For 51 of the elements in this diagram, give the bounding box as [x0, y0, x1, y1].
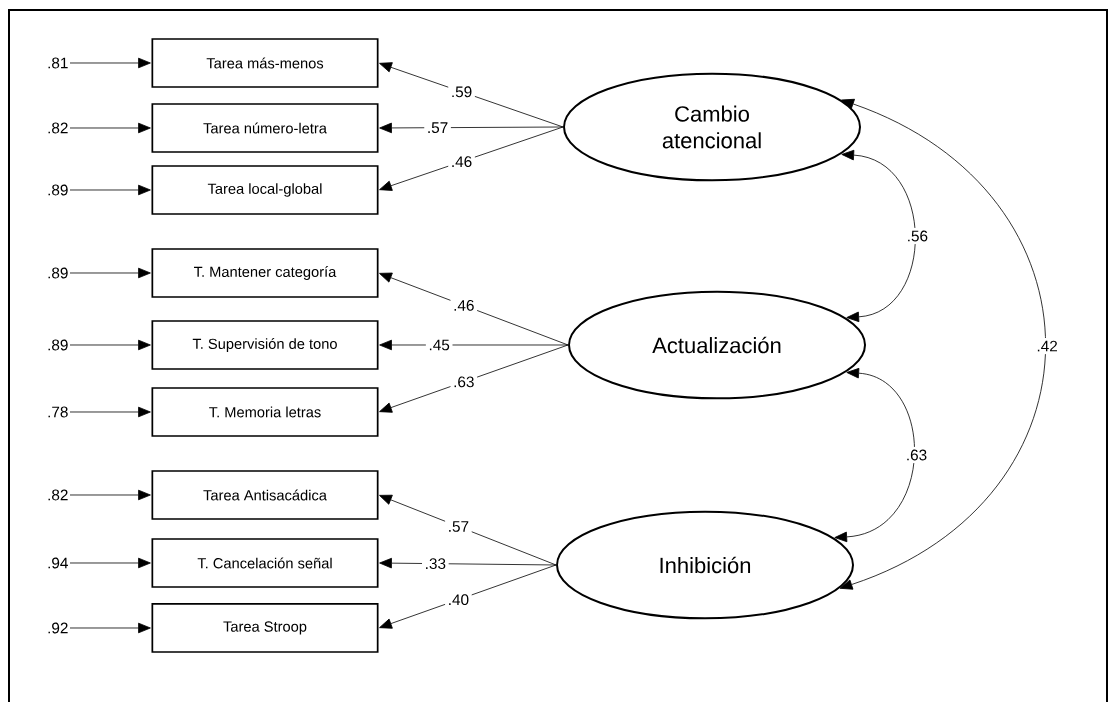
indicator-box: T. Memoria letras — [151, 387, 379, 437]
error-arrow — [69, 122, 151, 134]
edge-label: .46 — [450, 297, 478, 314]
edge-label: .63 — [450, 373, 478, 390]
indicator-box: T. Supervisión de tono — [151, 320, 379, 370]
error-value: .89 — [48, 267, 68, 279]
error-arrow — [69, 489, 151, 501]
loading-arrow — [379, 557, 557, 569]
edge-label: .59 — [448, 83, 475, 100]
loading-arrow — [379, 122, 564, 134]
edge-label: .56 — [904, 227, 931, 245]
indicator-box: Tarea Antisacádica — [151, 470, 379, 520]
loading-arrow — [379, 339, 569, 351]
edge-label: .63 — [903, 446, 930, 464]
edge-label: .40 — [445, 591, 472, 608]
error-value: .89 — [48, 339, 68, 351]
error-value: .82 — [48, 489, 68, 501]
error-arrow — [69, 57, 151, 69]
loading-arrow — [379, 62, 564, 128]
loading-arrow — [379, 272, 569, 346]
indicator-box: Tarea más-menos — [151, 38, 379, 88]
correlation-arrow — [834, 367, 915, 543]
error-value: .78 — [48, 406, 68, 418]
edge-label: .42 — [1033, 338, 1061, 354]
indicator-box: Tarea Stroop — [151, 603, 379, 653]
edge-label: .45 — [425, 337, 453, 353]
loading-arrow — [379, 494, 557, 566]
loading-arrow — [379, 564, 557, 629]
error-value: .92 — [48, 622, 68, 634]
error-value: .82 — [48, 122, 68, 134]
error-value: .94 — [48, 557, 68, 569]
indicator-box: Tarea local-global — [151, 165, 379, 215]
error-value: .81 — [48, 57, 68, 69]
edge-label: .57 — [424, 119, 451, 136]
edge-label: .33 — [422, 555, 449, 572]
edge-label: .57 — [445, 518, 472, 535]
error-arrow — [69, 339, 151, 351]
error-arrow — [69, 267, 151, 279]
error-value: .89 — [48, 184, 68, 196]
error-arrow — [69, 557, 151, 569]
error-arrow — [69, 184, 151, 196]
error-arrow — [69, 622, 151, 634]
indicator-box: T. Mantener categoría — [151, 248, 379, 298]
edge-label: .46 — [448, 153, 475, 170]
loading-arrow — [379, 344, 569, 413]
correlation-arrow — [839, 98, 1046, 590]
indicator-box: T. Cancelación señal — [151, 538, 379, 588]
error-arrow — [69, 406, 151, 418]
correlation-arrow — [841, 149, 916, 323]
loading-arrow — [379, 126, 564, 191]
indicator-box: Tarea número-letra — [151, 103, 379, 153]
